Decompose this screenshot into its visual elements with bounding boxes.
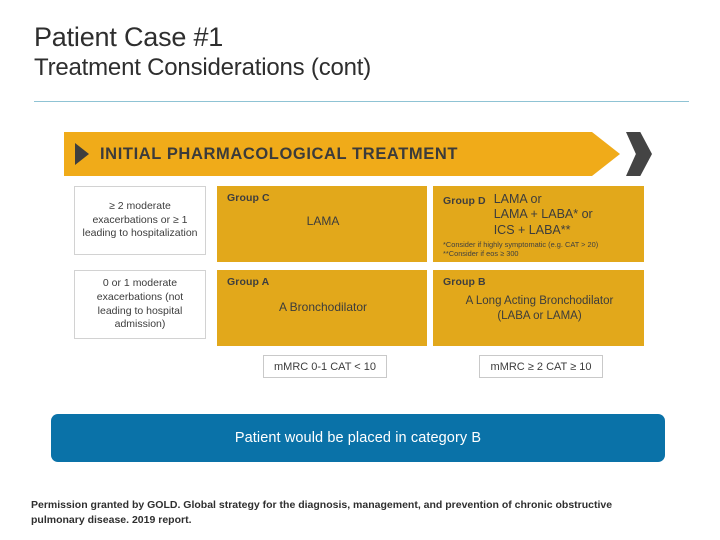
- group-b-label: Group B: [443, 276, 486, 288]
- group-d-footnote-1: *Consider if highly symptomatic (e.g. CA…: [443, 239, 599, 249]
- gold-treatment-figure: INITIAL PHARMACOLOGICAL TREATMENT ≥ 2 mo…: [0, 126, 720, 388]
- play-chevron-icon: [75, 143, 89, 165]
- criteria-text: 0 or 1 moderate exacerbations (not leadi…: [96, 276, 184, 331]
- title-divider: [34, 101, 689, 102]
- group-d-label: Group D: [443, 195, 486, 207]
- group-a-box: Group A A Bronchodilator: [217, 270, 427, 346]
- banner-bar: [64, 132, 620, 176]
- banner: INITIAL PHARMACOLOGICAL TREATMENT: [64, 132, 652, 176]
- page-title: Patient Case #1 Treatment Considerations…: [34, 22, 694, 82]
- symptom-scale-right: mMRC ≥ 2 CAT ≥ 10: [479, 355, 603, 378]
- attribution-line-1: Permission granted by GOLD. Global strat…: [31, 499, 613, 511]
- banner-arrow-icon: [626, 132, 652, 176]
- conclusion-callout: Patient would be placed in category B: [51, 414, 665, 462]
- group-d-content: Group D LAMA or LAMA + LABA* or ICS + LA…: [443, 192, 636, 238]
- group-d-line-2: LAMA + LABA* or: [493, 207, 593, 222]
- group-d-line-1: LAMA or: [493, 192, 542, 206]
- group-d-box: Group D LAMA or LAMA + LABA* or ICS + LA…: [433, 186, 644, 262]
- group-d-line-3: ICS + LABA**: [493, 222, 571, 237]
- group-b-treatment-line-1: A Long Acting Bronchodilator: [465, 295, 614, 307]
- group-c-label: Group C: [227, 192, 270, 204]
- conclusion-text: Patient would be placed in category B: [234, 430, 482, 446]
- group-a-treatment: A Bronchodilator: [278, 300, 368, 314]
- symptom-scale-left: mMRC 0-1 CAT < 10: [263, 355, 387, 378]
- group-c-box: Group C LAMA: [217, 186, 427, 262]
- attribution-line-2: pulmonary disease. 2019 report.: [31, 513, 192, 526]
- group-c-treatment: LAMA: [306, 214, 340, 228]
- group-b-box: Group B A Long Acting Bronchodilator (LA…: [433, 270, 644, 346]
- group-d-footnote-2: **Consider if eos ≥ 300: [443, 249, 519, 259]
- criteria-box-high-exacerbation: ≥ 2 moderate exacerbations or ≥ 1 leadin…: [74, 186, 206, 255]
- title-primary: Patient Case #1: [34, 22, 224, 52]
- banner-label: INITIAL PHARMACOLOGICAL TREATMENT: [100, 145, 459, 163]
- title-subtitle: Treatment Considerations (cont): [34, 54, 372, 82]
- criteria-box-low-exacerbation: 0 or 1 moderate exacerbations (not leadi…: [74, 270, 206, 339]
- attribution-footer: Permission granted by GOLD. Global strat…: [31, 498, 696, 528]
- group-d-treatments: LAMA or LAMA + LABA* or ICS + LABA**: [494, 192, 593, 238]
- criteria-text: ≥ 2 moderate exacerbations or ≥ 1 leadin…: [82, 199, 198, 240]
- group-b-treatment-line-2: (LABA or LAMA): [497, 309, 582, 322]
- treatment-grid: ≥ 2 moderate exacerbations or ≥ 1 leadin…: [74, 186, 644, 348]
- group-a-label: Group A: [227, 276, 270, 288]
